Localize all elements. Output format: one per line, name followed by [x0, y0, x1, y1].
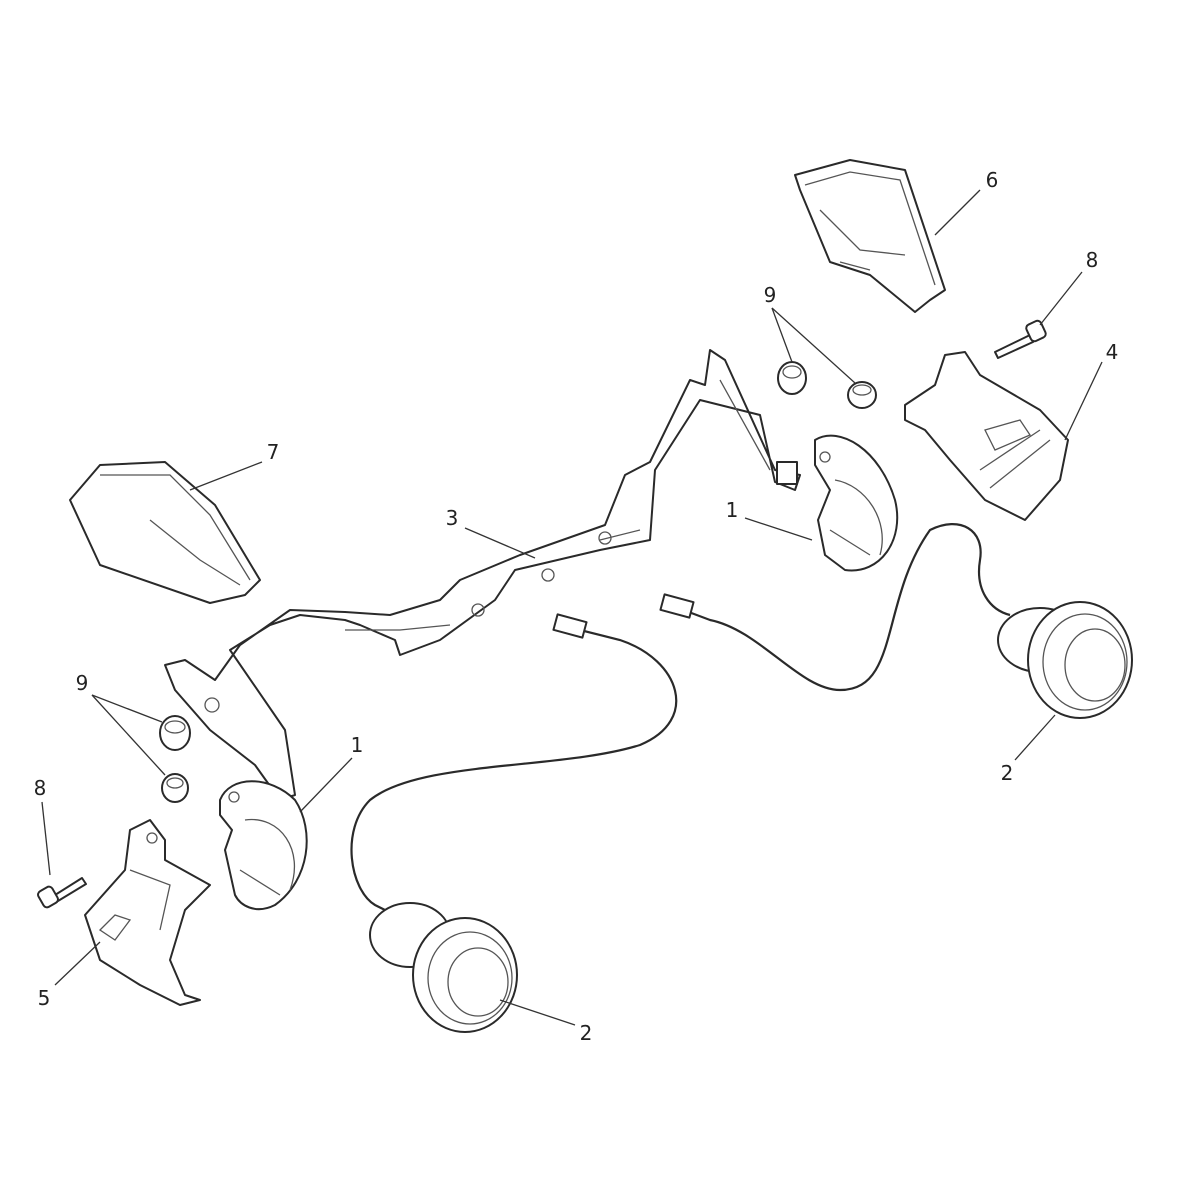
callout-3: 3: [446, 506, 459, 530]
part-8-bolt-left: [37, 877, 87, 909]
part-4-guard: [904, 351, 1069, 521]
callout-2-right: 2: [1001, 761, 1014, 785]
callout-8-left: 8: [34, 776, 47, 800]
part-1-clamp-right: [814, 434, 899, 572]
callout-6: 6: [986, 168, 999, 192]
callout-2-left: 2: [580, 1021, 593, 1045]
callout-4: 4: [1106, 340, 1119, 364]
part-3-bracket: [164, 349, 801, 801]
part-9-grommets-top: [777, 361, 877, 409]
part-7-cover: [69, 461, 261, 604]
part-9-grommets-left: [159, 715, 191, 803]
part-1-clamp-left: [219, 780, 308, 911]
part-2-lamp-left: [350, 613, 678, 1033]
leader-lines: [41, 189, 1103, 1026]
callout-9-left: 9: [76, 671, 89, 695]
part-6-cover: [794, 159, 946, 313]
callout-7: 7: [267, 440, 280, 464]
part-5-guard: [84, 819, 211, 1006]
part-8-bolt-right: [994, 319, 1047, 359]
callout-1-left: 1: [351, 733, 364, 757]
callout-8-right: 8: [1086, 248, 1099, 272]
callout-1-right: 1: [726, 498, 739, 522]
part-2-lamp-right: [659, 523, 1133, 719]
callout-9-top: 9: [764, 283, 777, 307]
callout-5: 5: [38, 986, 51, 1010]
